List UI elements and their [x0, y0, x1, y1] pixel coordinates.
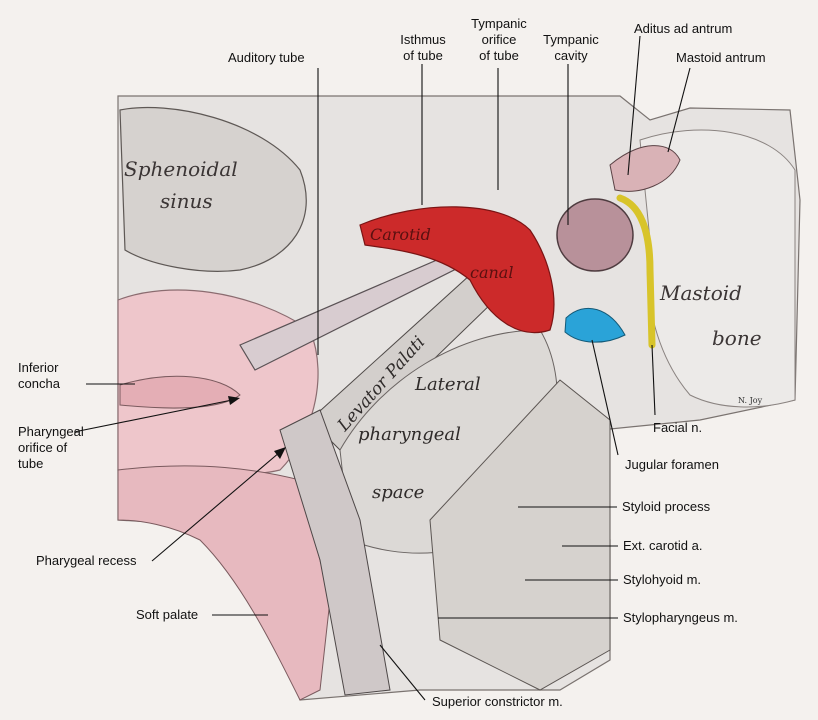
label-stylohyoid: Stylohyoid m. [623, 572, 702, 587]
label-tympanic-cavity: Tympanic cavity [543, 32, 599, 63]
carotid-canal-text: Carotid canal [370, 225, 513, 282]
label-facial-n: Facial n. [653, 420, 703, 435]
label-soft-palate: Soft palate [136, 607, 199, 622]
leader-pharyngeal-orifice [73, 399, 233, 433]
jugular-foramen-shape [564, 307, 626, 343]
sphenoidal-sinus-region [119, 107, 307, 272]
label-pharyngeal-orifice: Pharyngeal orifice of tube [18, 424, 84, 471]
label-stylopharyngeus: Stylopharyngeus m. [623, 610, 738, 625]
label-aditus-ad-antrum: Aditus ad antrum [634, 21, 733, 36]
arrowhead-pharyngeal-orifice [228, 396, 240, 405]
inferior-concha-shape [119, 375, 241, 409]
arrowhead-pharyngeal-recess [274, 447, 286, 459]
label-pharyngeal-recess: Pharygeal recess [36, 553, 137, 568]
tympanic-cavity-shape [556, 198, 634, 272]
leader-jugular-foramen [591, 339, 619, 456]
mastoid-antrum-shape [609, 145, 681, 192]
styloid-muscles-shape [429, 379, 611, 691]
leader-facial-n [651, 344, 656, 416]
lateral-pharyngeal-space-text: Lateral pharyngeal space [358, 374, 486, 503]
label-mastoid-antrum: Mastoid antrum [676, 50, 766, 65]
label-isthmus-of-tube: Isthmus of tube [400, 32, 446, 63]
label-styloid-process: Styloid process [622, 499, 711, 514]
artist-signature: N. Joy [738, 396, 763, 405]
pharynx-mucosa-region [117, 465, 331, 701]
leader-pharyngeal-recess [151, 451, 281, 562]
leader-superior-constrictor [379, 644, 426, 701]
sphenoidal-sinus-text: Sphenoidal sinus [124, 157, 244, 213]
label-inferior-concha: Inferior concha [18, 360, 60, 391]
label-tympanic-orifice: Tympanic orifice of tube [471, 16, 527, 63]
label-jugular-foramen: Jugular foramen [625, 457, 719, 472]
leader-lines [73, 35, 691, 701]
superior-constrictor-shape [279, 409, 391, 696]
leader-mastoid-antrum [667, 67, 691, 153]
leader-aditus [627, 35, 641, 176]
label-superior-constrictor: Superior constrictor m. [432, 694, 563, 709]
label-auditory-tube: Auditory tube [228, 50, 305, 65]
mastoid-bone-text: Mastoid bone [659, 281, 762, 350]
carotid-canal-shape [359, 206, 555, 334]
label-ext-carotid: Ext. carotid a. [623, 538, 703, 553]
facial-nerve-shape [616, 194, 656, 349]
